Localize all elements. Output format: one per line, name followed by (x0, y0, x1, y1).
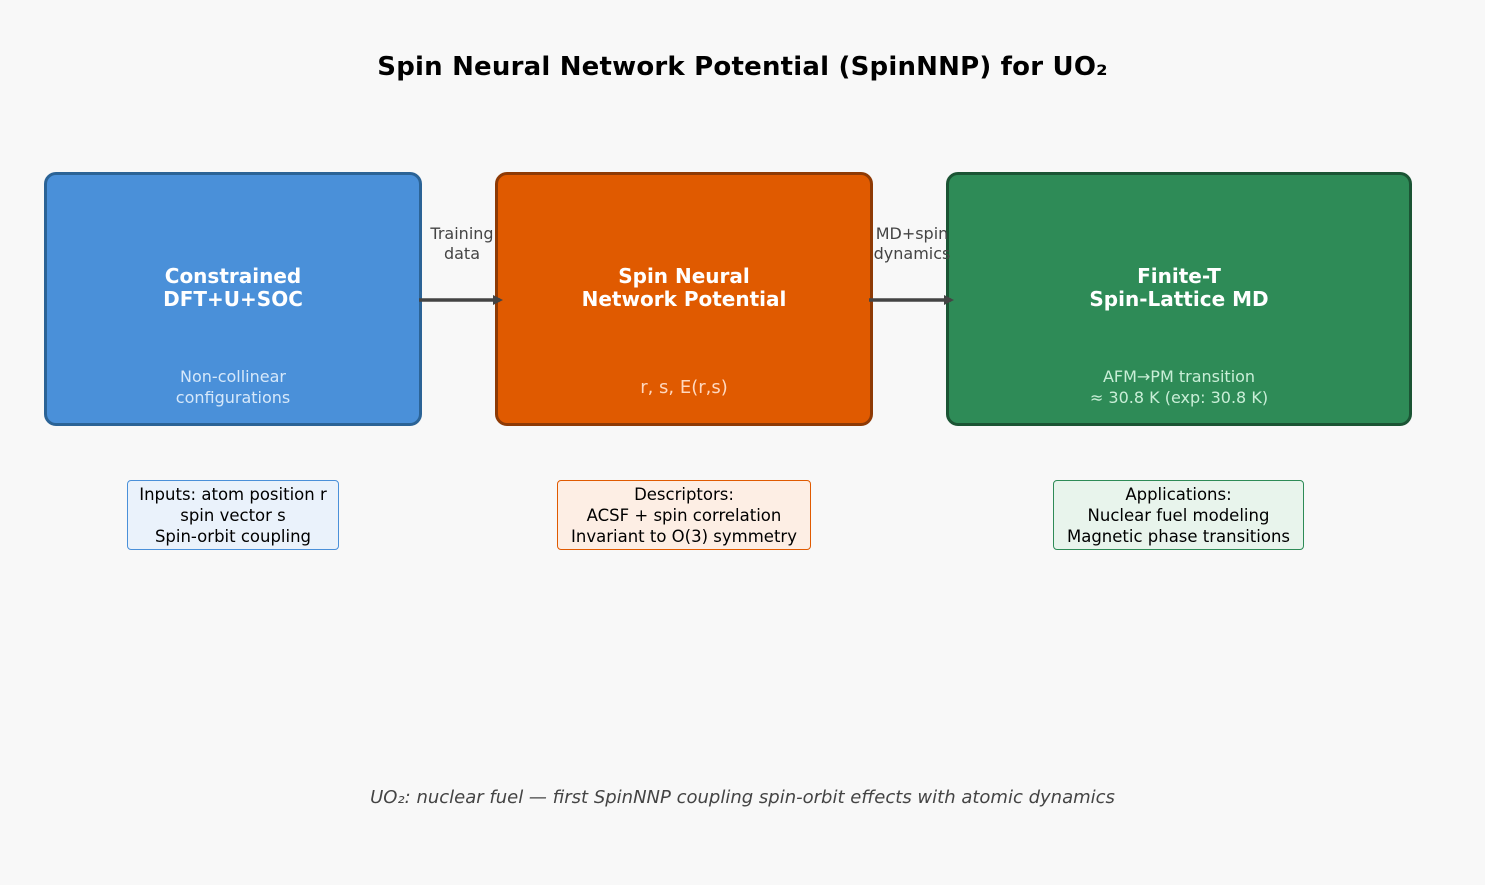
applications-note: Applications: Nuclear fuel modeling Magn… (1053, 480, 1304, 550)
descriptors-note: Descriptors: ACSF + spin correlation Inv… (557, 480, 811, 550)
inputs-note: Inputs: atom position r spin vector s Sp… (127, 480, 339, 550)
arrow-label-md-spin-dynamics: MD+spin dynamics (873, 224, 951, 263)
md-box-subtitle: AFM→PM transition ≈ 30.8 K (exp: 30.8 K) (1089, 367, 1269, 407)
nnp-box-title: Spin Neural Network Potential (581, 264, 787, 311)
dft-box-title: Constrained DFT+U+SOC (163, 264, 303, 311)
arrow-label-training-data: Training data (430, 224, 494, 263)
md-box-title: Finite-T Spin-Lattice MD (1089, 264, 1269, 311)
nnp-box-subtitle: r, s, E(r,s) (640, 377, 728, 398)
dft-box-subtitle: Non-collinear configurations (175, 367, 291, 407)
footer-caption: UO₂: nuclear fuel — first SpinNNP coupli… (370, 787, 1115, 808)
md-box: Finite-T Spin-Lattice MD AFM→PM transiti… (946, 172, 1412, 426)
dft-box: Constrained DFT+U+SOC Non-collinear conf… (44, 172, 422, 426)
diagram-title: Spin Neural Network Potential (SpinNNP) … (377, 52, 1108, 82)
